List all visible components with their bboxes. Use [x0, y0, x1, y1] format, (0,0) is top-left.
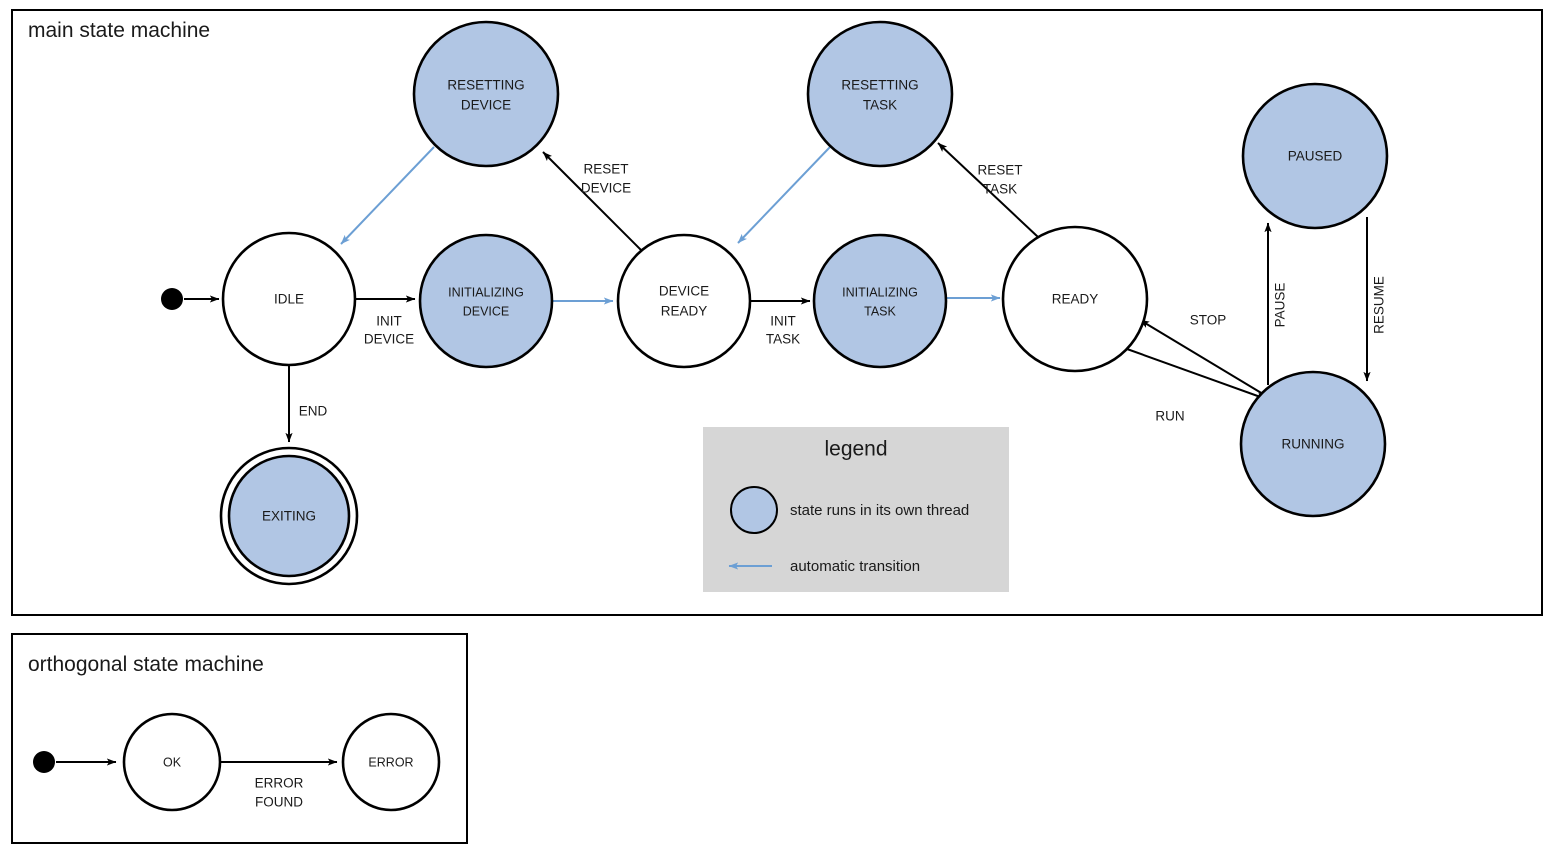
state-ready-shape[interactable]	[1001, 225, 1149, 373]
state-paused-shape[interactable]	[1241, 82, 1389, 230]
state-initializing-device-shape[interactable]	[418, 233, 554, 369]
transition-resetting-device-idle[interactable]	[340, 146, 435, 245]
state-idle-shape[interactable]	[221, 231, 357, 367]
state-resetting-device-shape[interactable]	[412, 20, 560, 168]
main-states: IDLE RESETTING DEVICE INITIALIZING DEVIC…	[161, 20, 1389, 586]
transition-label-error-found-line2: FOUND	[255, 795, 303, 810]
orthogonal-states: OK ERROR	[33, 712, 441, 812]
state-running-label: RUNNING	[1282, 437, 1345, 452]
state-device-ready-shape[interactable]	[616, 233, 752, 369]
transition-label-pause: PAUSE	[1273, 283, 1288, 328]
state-ready-label: READY	[1052, 292, 1099, 307]
transition-resetting-task-deviceready[interactable]	[737, 146, 831, 244]
main-transitions: INIT DEVICE RESET DEVICE INIT TASK RESET…	[184, 142, 1387, 443]
transition-label-end: END	[299, 404, 328, 419]
legend-automatic-transition-label: automatic transition	[790, 558, 920, 575]
state-running-shape[interactable]	[1239, 370, 1387, 518]
state-paused-label: PAUSED	[1288, 149, 1343, 164]
transition-ready-running[interactable]	[1126, 348, 1267, 400]
state-ok-label: OK	[163, 755, 182, 769]
state-initializing-device-label-line1: INITIALIZING	[448, 285, 524, 299]
legend-thread-state-label: state runs in its own thread	[790, 502, 969, 519]
state-resetting-device[interactable]: RESETTING DEVICE	[412, 20, 560, 168]
state-ready[interactable]: READY	[1001, 225, 1149, 373]
state-resetting-device-label-line2: DEVICE	[461, 98, 511, 113]
state-initializing-task-shape[interactable]	[812, 233, 948, 369]
transition-label-stop: STOP	[1190, 313, 1227, 328]
state-resetting-task-label-line2: TASK	[863, 98, 897, 113]
state-paused[interactable]: PAUSED	[1241, 82, 1389, 230]
transition-running-ready[interactable]	[1139, 319, 1264, 395]
orthogonal-transitions: ERROR FOUND	[56, 758, 338, 810]
transition-label-resume: RESUME	[1372, 276, 1387, 334]
state-resetting-task-shape[interactable]	[806, 20, 954, 168]
transition-deviceready-resetting-device[interactable]	[542, 151, 644, 253]
legend: legend state runs in its own thread auto…	[703, 427, 1009, 592]
state-device-ready-label-line1: DEVICE	[659, 284, 709, 299]
initial-pseudostate-main[interactable]	[161, 288, 183, 310]
state-error-label: ERROR	[368, 755, 413, 769]
transition-label-init-task-line1: INIT	[770, 314, 796, 329]
state-initializing-task-label-line1: INITIALIZING	[842, 285, 918, 299]
state-exiting[interactable]: EXITING	[219, 446, 359, 586]
state-ok[interactable]: OK	[122, 712, 222, 812]
legend-thread-state-icon	[730, 486, 778, 534]
transition-ready-resetting-task[interactable]	[937, 142, 1039, 238]
legend-title: legend	[824, 438, 887, 461]
state-running[interactable]: RUNNING	[1239, 370, 1387, 518]
state-ok-shape[interactable]	[122, 712, 222, 812]
state-initializing-device[interactable]: INITIALIZING DEVICE	[418, 233, 554, 369]
state-initializing-task-label-line2: TASK	[864, 304, 896, 318]
orthogonal-frame-title: orthogonal state machine	[28, 653, 264, 676]
transition-label-reset-task-line2: TASK	[983, 182, 1017, 197]
state-resetting-task-label-line1: RESETTING	[841, 78, 918, 93]
main-frame-title: main state machine	[28, 19, 210, 42]
transition-label-run: RUN	[1155, 409, 1184, 424]
state-idle[interactable]: IDLE	[221, 231, 357, 367]
initial-pseudostate-orthogonal[interactable]	[33, 751, 55, 773]
transition-label-init-device-line2: DEVICE	[364, 332, 414, 347]
transition-label-reset-device-line1: RESET	[583, 162, 628, 177]
transition-label-init-device-line1: INIT	[376, 314, 402, 329]
state-device-ready-label-line2: READY	[661, 304, 708, 319]
state-error-shape[interactable]	[341, 712, 441, 812]
transition-label-init-task-line2: TASK	[766, 332, 800, 347]
state-initializing-task[interactable]: INITIALIZING TASK	[812, 233, 948, 369]
state-device-ready[interactable]: DEVICE READY	[616, 233, 752, 369]
transition-label-reset-device-line2: DEVICE	[581, 181, 631, 196]
state-exiting-label: EXITING	[262, 509, 316, 524]
state-error[interactable]: ERROR	[341, 712, 441, 812]
transition-label-error-found-line1: ERROR	[255, 776, 304, 791]
state-idle-label: IDLE	[274, 292, 304, 307]
state-resetting-device-label-line1: RESETTING	[447, 78, 524, 93]
state-initializing-device-label-line2: DEVICE	[463, 304, 510, 318]
transition-label-reset-task-line1: RESET	[977, 163, 1022, 178]
state-exiting-shape[interactable]	[227, 454, 351, 578]
state-resetting-task[interactable]: RESETTING TASK	[806, 20, 954, 168]
